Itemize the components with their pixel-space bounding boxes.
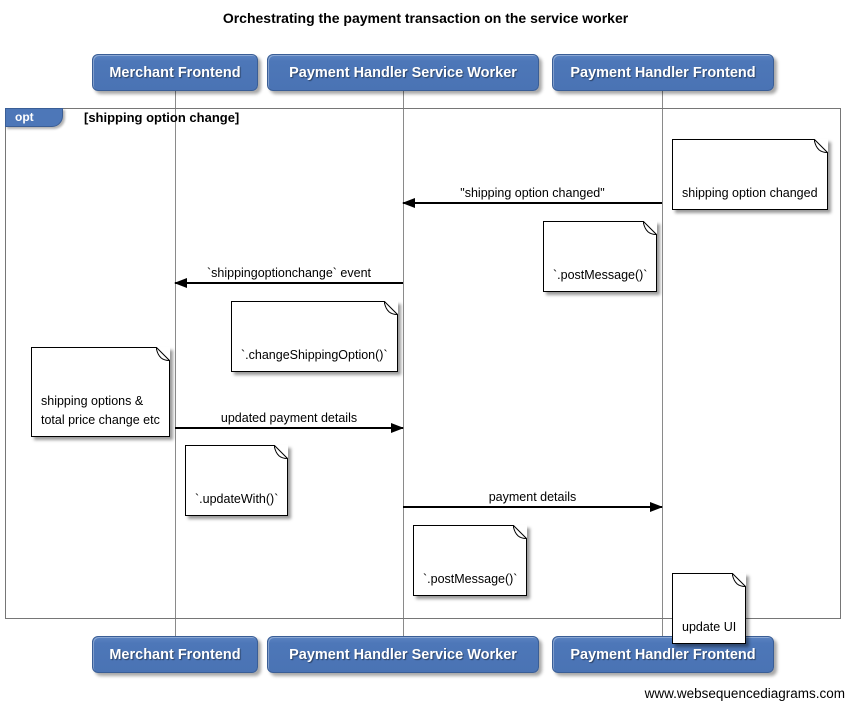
note-shipping-option-changed: shipping option changed bbox=[672, 139, 828, 210]
actor-top-payment-handler-service-worker: Payment Handler Service Worker bbox=[267, 54, 539, 91]
message-updated-payment-details: updated payment details bbox=[175, 411, 404, 433]
note-postmessage-1: `.postMessage()` bbox=[543, 221, 658, 292]
arrowhead-right-icon bbox=[391, 423, 404, 433]
message-label: "shipping option changed" bbox=[460, 186, 605, 200]
message-shippingoptionchange-event: `shippingoptionchange` event bbox=[174, 266, 403, 288]
lifeline-merchant-frontend bbox=[175, 91, 176, 636]
websequencediagrams-watermark: www.websequencediagrams.com bbox=[644, 686, 845, 701]
note-text: update UI bbox=[682, 620, 737, 634]
message-arrow-line bbox=[403, 502, 663, 512]
message-shipping-option-changed: "shipping option changed" bbox=[402, 186, 662, 208]
message-arrow-line bbox=[175, 423, 404, 433]
arrowhead-left-icon bbox=[174, 278, 187, 288]
note-changeshippingoption: `.changeShippingOption()` bbox=[231, 301, 398, 372]
actor-bottom-payment-handler-service-worker: Payment Handler Service Worker bbox=[267, 636, 539, 673]
lifeline-payment-handler-frontend bbox=[662, 91, 663, 636]
note-fold-icon bbox=[813, 139, 828, 153]
note-text: `.postMessage()` bbox=[553, 268, 648, 282]
message-arrow-line bbox=[402, 198, 662, 208]
note-postmessage-2: `.postMessage()` bbox=[413, 525, 528, 596]
note-text: `.updateWith()` bbox=[195, 492, 279, 506]
message-payment-details: payment details bbox=[403, 490, 663, 512]
note-text: shipping option changed bbox=[682, 186, 818, 200]
message-label: updated payment details bbox=[220, 411, 358, 425]
note-fold-icon bbox=[513, 525, 528, 539]
opt-fragment-operator-tab: opt bbox=[5, 108, 63, 127]
note-text: `.postMessage()` bbox=[423, 572, 518, 586]
diagram-title: Orchestrating the payment transaction on… bbox=[222, 10, 629, 26]
note-text: shipping options & total price change et… bbox=[41, 394, 160, 427]
actor-top-merchant-frontend: Merchant Frontend bbox=[92, 54, 258, 91]
note-fold-icon bbox=[155, 347, 170, 361]
actor-bottom-merchant-frontend: Merchant Frontend bbox=[92, 636, 258, 673]
note-update-ui: update UI bbox=[672, 573, 747, 644]
arrowhead-left-icon bbox=[402, 198, 415, 208]
message-label: `shippingoptionchange` event bbox=[206, 266, 371, 280]
message-arrow-line bbox=[174, 278, 403, 288]
actor-top-payment-handler-frontend: Payment Handler Frontend bbox=[552, 54, 774, 91]
note-fold-icon bbox=[732, 573, 747, 587]
note-shipping-options-total-price: shipping options & total price change et… bbox=[31, 347, 170, 437]
note-text: `.changeShippingOption()` bbox=[241, 348, 388, 362]
note-fold-icon bbox=[383, 301, 398, 315]
message-label: payment details bbox=[488, 490, 577, 504]
note-updatewith: `.updateWith()` bbox=[185, 445, 289, 516]
arrowhead-right-icon bbox=[650, 502, 663, 512]
note-fold-icon bbox=[643, 221, 658, 235]
opt-fragment-frame bbox=[5, 108, 841, 619]
lifeline-payment-handler-service-worker bbox=[403, 91, 404, 636]
note-fold-icon bbox=[274, 445, 289, 459]
opt-fragment-condition: [shipping option change] bbox=[84, 110, 240, 125]
